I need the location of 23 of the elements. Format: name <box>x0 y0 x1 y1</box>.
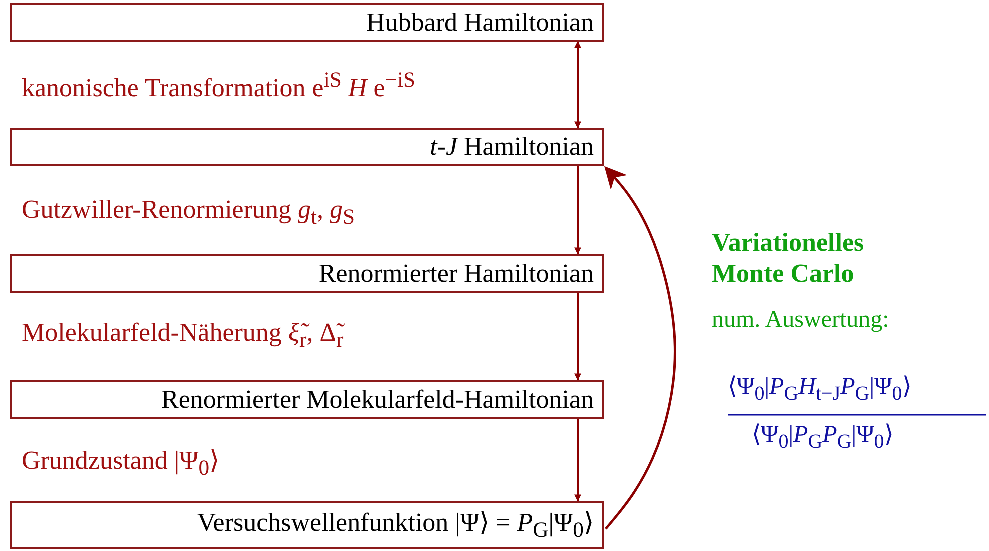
annotation-text: Variationelles Monte Carlo <box>712 227 866 290</box>
annotation-text: Grundzustand |Ψ$_{0}$⟩ <box>22 445 220 482</box>
process-box <box>10 380 604 419</box>
process-box <box>10 128 604 166</box>
arrow <box>574 419 582 502</box>
arrow <box>574 293 582 381</box>
process-box <box>10 254 604 293</box>
annotation-text: num. Auswertung: <box>712 307 890 334</box>
arrow <box>574 166 582 255</box>
annotation-text: kanonische Transformation e$^{iS}$ H e$^{−iS}$ <box>22 68 416 104</box>
arrow <box>604 166 676 530</box>
annotation-text: Gutzwiller-Renormierung g$_{t}$, g$_{S}$ <box>22 195 356 230</box>
box-label: t-J Hamiltonian <box>430 132 594 162</box>
annotation-text: ⟨Ψ$_{0}$|P$_{G}$H$_{t−J}$P$_{G}$|Ψ$_{0}$⟩ <box>728 373 912 406</box>
process-box <box>10 501 604 549</box>
box-label: Renormierter Hamiltonian <box>318 258 594 288</box>
process-box <box>10 3 604 42</box>
annotation-text: Molekularfeld-Näherung ξ̃$_{r}$, Δ̃$_{r}$ <box>22 318 344 354</box>
box-label: Versuchswellenfunktion |Ψ⟩ = P$_{G}$|Ψ$_{0}$⟩ <box>197 506 594 544</box>
box-label: Hubbard Hamiltonian <box>366 8 594 38</box>
annotation-text: ⟨Ψ$_{0}$|P$_{G}$P$_{G}$|Ψ$_{0}$⟩ <box>752 421 894 454</box>
arrow <box>574 41 582 129</box>
box-label: Renormierter Molekularfeld-Hamiltonian <box>162 384 594 414</box>
